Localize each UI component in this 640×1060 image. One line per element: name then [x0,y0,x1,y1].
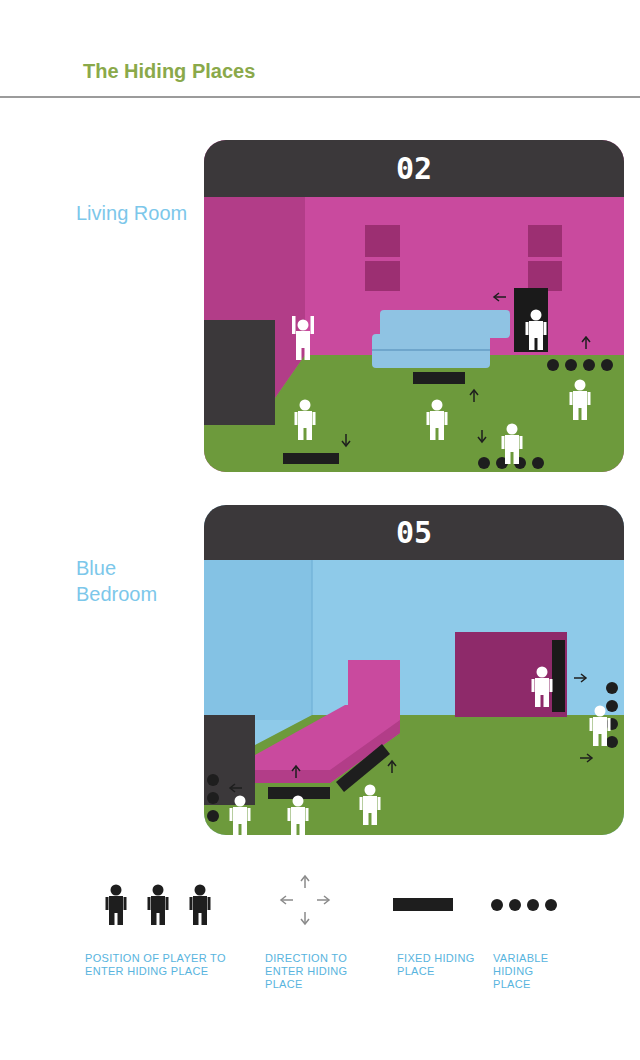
variable-hiding-dot [565,359,577,371]
variable-hiding-dot [527,899,539,911]
player-figure [292,316,314,360]
screen-panel: Blue Bedroom05 [204,505,624,835]
player-figure [148,885,169,926]
variable-hiding-dot [207,810,219,822]
direction-arrow [342,434,350,446]
player-figure [532,667,553,708]
direction-arrow [301,912,309,924]
legend-label: FIXED HIDING PLACE [397,952,479,978]
variable-hiding-dot [207,774,219,786]
player-figure [295,400,316,441]
variable-hiding-dot [532,457,544,469]
player-figure [570,380,591,421]
direction-arrow [580,754,592,762]
direction-arrow [574,674,586,682]
living-room-screen [204,140,624,472]
floor [204,715,624,835]
rule-line [0,96,640,98]
door-opening [514,288,548,352]
variable-hiding-dot [545,899,557,911]
direction-arrow [470,390,478,402]
player-figure [526,310,547,351]
variable-hiding-dot [509,899,521,911]
couch [372,334,490,368]
legend-samples [106,876,558,925]
player-figure [230,796,251,836]
player-figure [288,796,309,836]
direction-arrow [494,293,506,301]
wall [204,505,624,835]
variable-hiding-dot [606,736,618,748]
window [365,225,400,257]
window [528,225,562,257]
variable-hiding-dot [601,359,613,371]
legend-label: DIRECTION TO ENTER HIDING PLACE [265,952,377,991]
direction-arrow [281,896,293,904]
direction-arrow [478,430,486,442]
room-name: Blue Bedroom [76,555,191,607]
direction-arrow [230,784,242,792]
player-figure [106,885,127,926]
direction-arrow [317,896,329,904]
variable-hiding-dot [207,792,219,804]
door-opening [552,640,565,712]
bed-headboard [348,660,400,705]
top-bar [204,140,624,197]
blue-bedroom-screen [204,505,624,835]
fixed-hiding-bar [283,453,339,464]
legend-label: VARIABLE HIDING PLACE [493,952,573,991]
bed [255,705,400,783]
variable-hiding-dot [606,682,618,694]
player-figure [502,424,523,465]
wall [204,140,624,472]
couch [380,310,510,338]
player-figure [190,885,211,926]
side-wall [204,560,312,720]
room-name: Living Room [76,200,191,226]
fixed-hiding-bar [413,372,465,384]
room-number: 05 [204,505,624,560]
direction-arrow [388,761,396,773]
player-figure [427,400,448,441]
variable-hiding-dot [606,700,618,712]
fixed-hiding-sample [393,898,453,911]
player-figure [590,706,611,747]
variable-hiding-dot [606,718,618,730]
direction-arrow [292,766,300,778]
direction-arrow [301,876,309,888]
room-number: 02 [204,140,624,197]
variable-hiding-dot [491,899,503,911]
doorway [204,320,275,425]
player-figure [360,785,381,826]
page-title: The Hiding Places [83,60,255,83]
direction-arrow [582,337,590,349]
top-bar [204,505,624,560]
fixed-hiding-bar [336,744,390,792]
screen-panel: Living Room02 [204,140,624,472]
variable-hiding-dot [583,359,595,371]
closet [455,632,567,717]
window [528,261,562,291]
variable-hiding-dot [547,359,559,371]
variable-hiding-dot [478,457,490,469]
couch-line [372,349,490,351]
doorway [204,715,255,805]
wall-corner [311,560,313,715]
legend-label: POSITION OF PLAYER TO ENTER HIDING PLACE [85,952,237,978]
window [365,261,400,291]
